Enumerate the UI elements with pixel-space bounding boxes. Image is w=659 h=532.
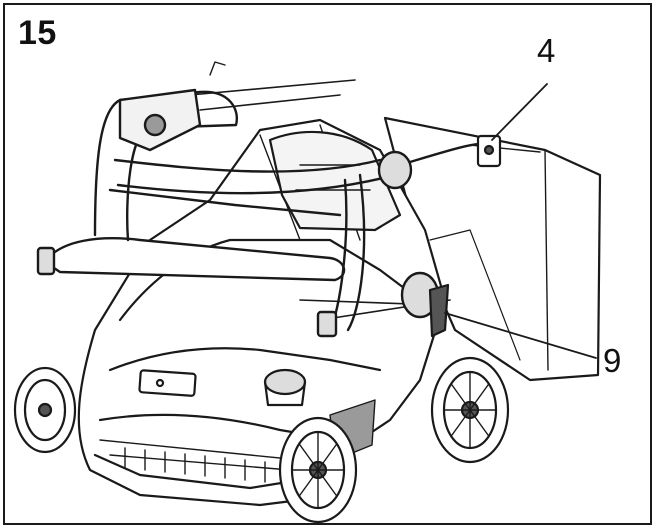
wheel-rear-left <box>13 366 77 454</box>
callout-label-4: 4 <box>537 32 556 69</box>
callout-label-9: 9 <box>603 342 622 379</box>
wheel-front-left <box>278 416 358 524</box>
bag-hook-lever-9 <box>428 283 450 338</box>
handle-clamp-4 <box>476 134 502 168</box>
leader-line-4 <box>491 83 548 141</box>
figure-number: 15 <box>18 14 57 52</box>
leader-line-9 <box>444 312 597 359</box>
wheel-front-right <box>430 356 510 464</box>
handle-frame <box>36 61 492 338</box>
